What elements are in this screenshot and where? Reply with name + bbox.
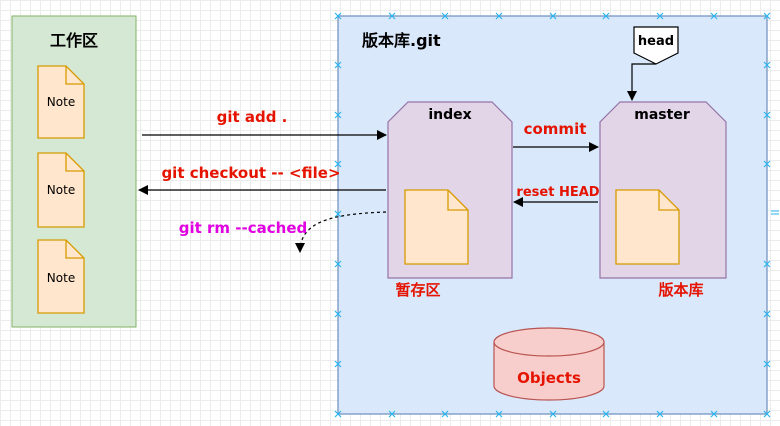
master-box: master 版本库 [599, 101, 727, 299]
git-checkout-arrow: git checkout -- <file> [138, 164, 386, 195]
index-caption: 暂存区 [395, 281, 440, 299]
note-1: Note [37, 65, 85, 139]
note-2: Note [37, 152, 85, 228]
note-label: Note [47, 271, 75, 285]
note-label: Note [47, 95, 75, 109]
workspace-title: 工作区 [50, 31, 98, 50]
note-icon [404, 189, 469, 265]
note-label: Note [47, 183, 75, 197]
head-pointer: head [627, 26, 679, 101]
selection-handles [334, 12, 771, 418]
note-3: Note [37, 239, 85, 314]
workspace-panel: 工作区 Note Note Note [11, 15, 137, 328]
head-label: head [638, 34, 674, 49]
master-caption: 版本库 [658, 281, 703, 299]
git-checkout-label: git checkout -- <file> [161, 164, 340, 182]
reset-head-arrow: reset HEAD [513, 185, 600, 207]
git-rm-label: git rm --cached [179, 219, 307, 237]
repository-title: 版本库.git [361, 31, 441, 50]
commit-arrow: commit [513, 120, 599, 152]
master-title: master [634, 107, 690, 123]
index-title: index [428, 107, 471, 123]
reset-head-label: reset HEAD [516, 185, 599, 200]
git-rm-arrow: git rm --cached [179, 211, 387, 253]
index-box: index 暂存区 [387, 101, 513, 299]
git-add-label: git add . [217, 108, 288, 126]
commit-label: commit [524, 120, 587, 138]
objects-cylinder: Objects [493, 327, 605, 401]
side-connection-lines [771, 210, 779, 215]
objects-label: Objects [517, 369, 581, 387]
note-icon [615, 189, 680, 265]
git-add-arrow: git add . [142, 108, 387, 140]
